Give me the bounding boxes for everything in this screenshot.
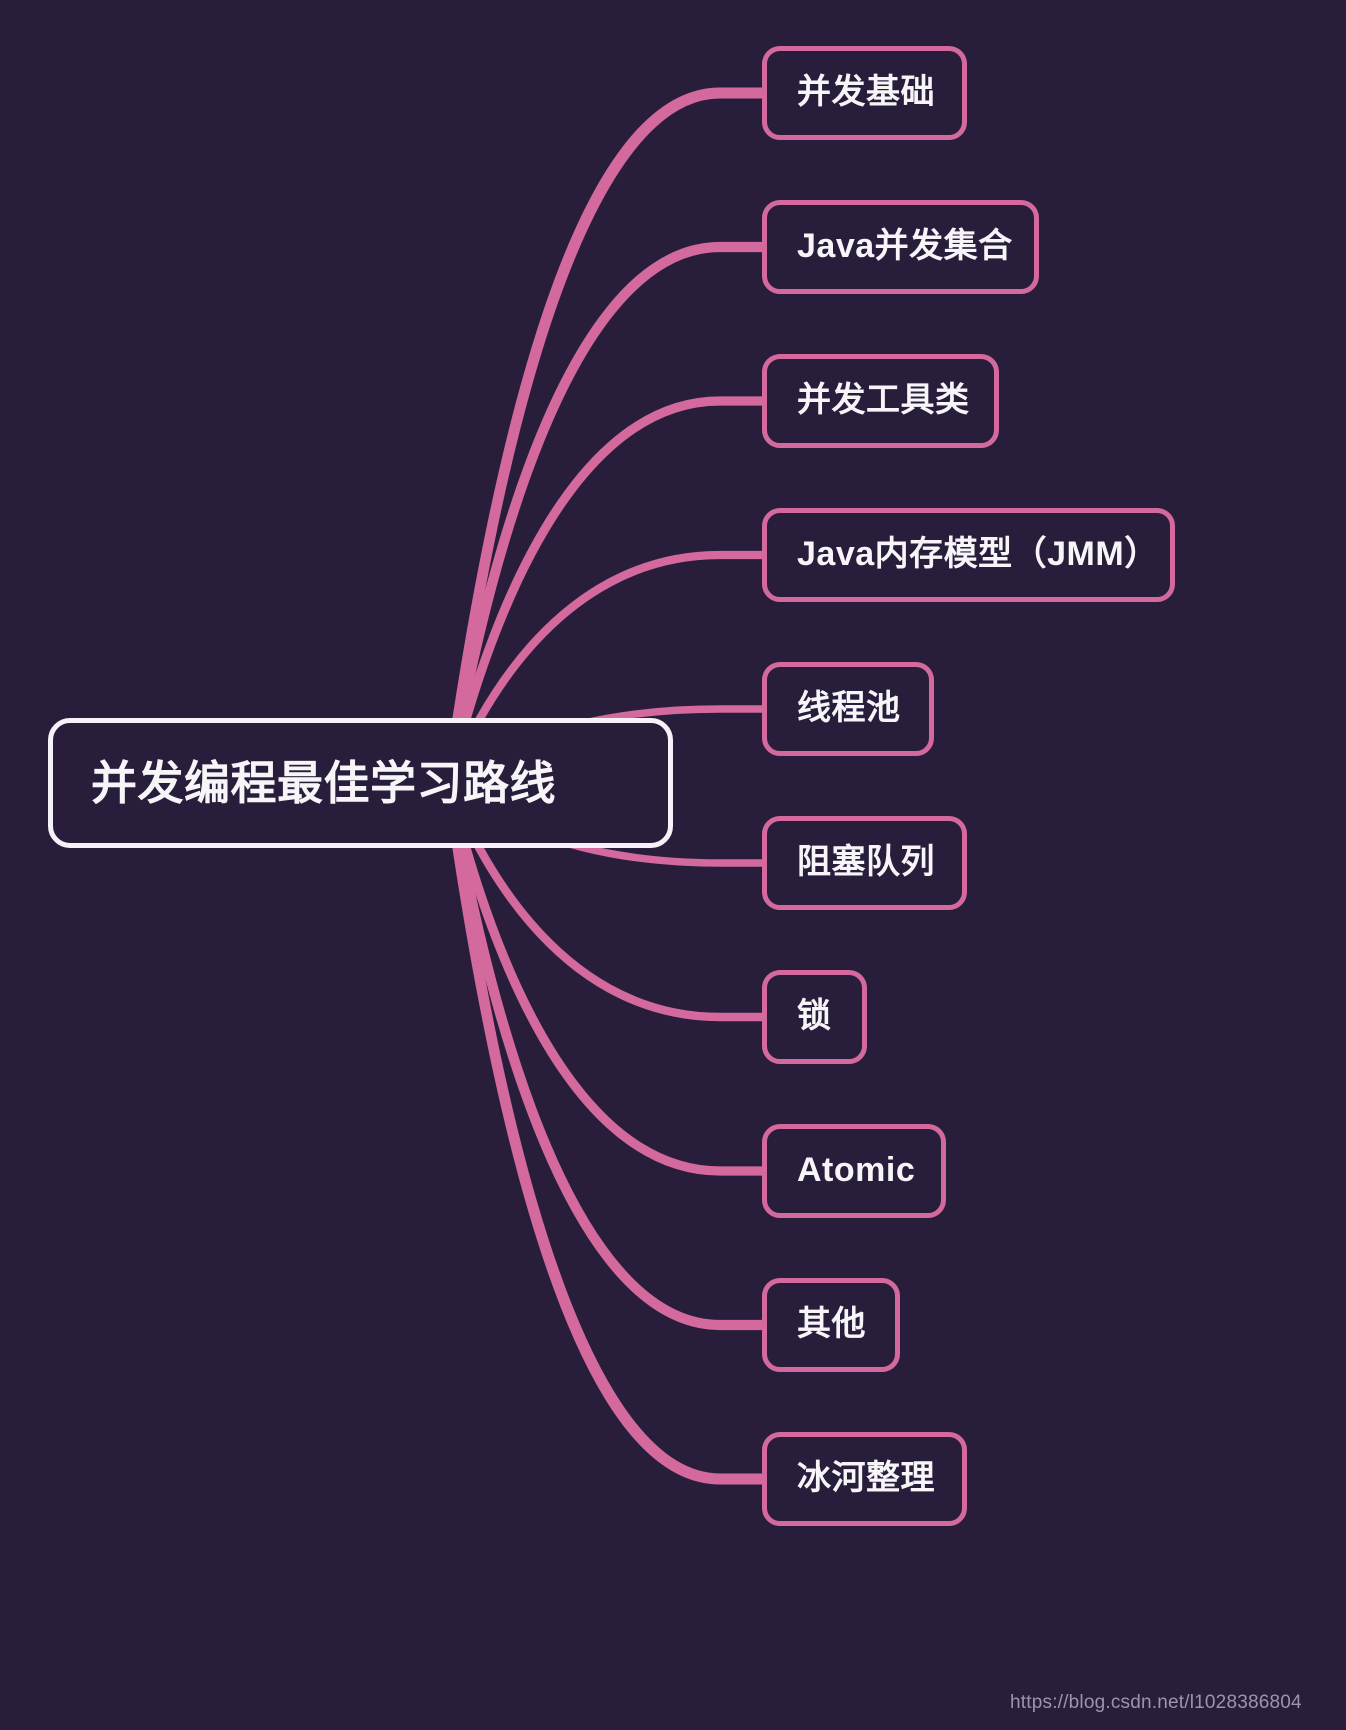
root-node[interactable]: 并发编程最佳学习路线 (48, 718, 673, 848)
branch-node-10[interactable]: 冰河整理 (762, 1432, 967, 1526)
branch-node-4[interactable]: Java内存模型（JMM） (762, 508, 1175, 602)
node-label: 线程池 (797, 689, 901, 728)
branch-node-8[interactable]: Atomic (762, 1124, 946, 1218)
node-label: 并发编程最佳学习路线 (91, 756, 556, 809)
node-label: Java并发集合 (797, 227, 1013, 266)
node-label: 并发基础 (797, 73, 935, 112)
watermark: https://blog.csdn.net/l1028386804 (1010, 1692, 1302, 1713)
branch-node-6[interactable]: 阻塞队列 (762, 816, 967, 910)
node-label: Java内存模型（JMM） (797, 535, 1159, 574)
node-label: 其他 (797, 1305, 866, 1344)
node-label: 冰河整理 (797, 1459, 935, 1498)
branch-node-2[interactable]: Java并发集合 (762, 200, 1039, 294)
branch-node-9[interactable]: 其他 (762, 1278, 900, 1372)
node-label: Atomic (797, 1151, 916, 1190)
branch-node-1[interactable]: 并发基础 (762, 46, 967, 140)
edge-to-branch-1 (442, 87, 768, 789)
branch-node-5[interactable]: 线程池 (762, 662, 934, 756)
edge-to-branch-9 (442, 777, 768, 1331)
branch-node-3[interactable]: 并发工具类 (762, 354, 999, 448)
edge-to-branch-10 (442, 777, 768, 1485)
node-label: 阻塞队列 (797, 843, 935, 882)
branch-node-7[interactable]: 锁 (762, 970, 867, 1064)
node-label: 锁 (797, 997, 832, 1036)
node-label: 并发工具类 (797, 381, 970, 420)
edge-to-branch-2 (442, 241, 768, 789)
